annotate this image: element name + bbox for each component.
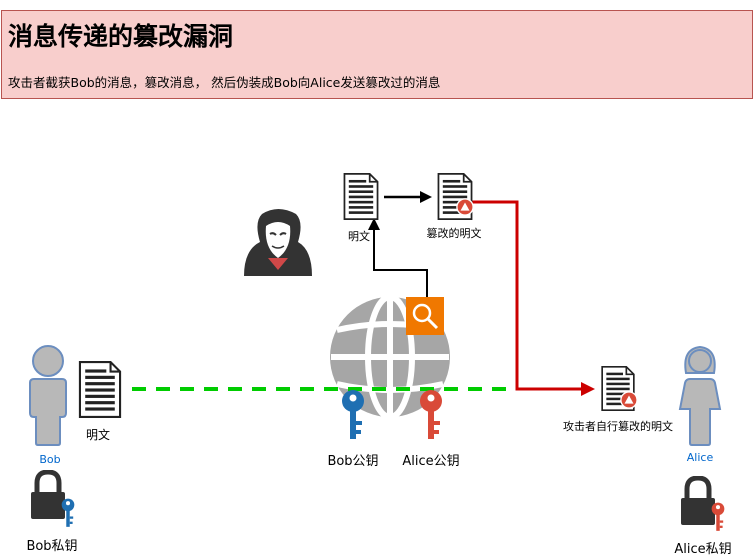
- page-title: 消息传递的篡改漏洞: [8, 22, 234, 51]
- bob-document-icon: [78, 361, 122, 418]
- forward-arrow: [472, 200, 583, 391]
- bob-private-key-label: Bob私钥: [26, 539, 78, 554]
- alice-lock-icon: [681, 478, 715, 525]
- magnifier-search-icon: [406, 297, 444, 335]
- intercepted-document-label: 明文: [348, 230, 370, 243]
- alice-public-key-icon: [420, 390, 442, 439]
- bob-document-label: 明文: [85, 428, 111, 442]
- intercepted-document-icon: [343, 173, 379, 220]
- bob-public-key-icon: [342, 390, 364, 439]
- page-subtitle: 攻击者截获Bob的消息，篡改消息， 然后伪装成Bob向Alice发送篡改过的消息: [8, 75, 441, 90]
- bob-avatar-icon: [29, 345, 67, 446]
- alice-avatar-icon: [679, 346, 721, 446]
- title-banner: 消息传递的篡改漏洞 攻击者截获Bob的消息，篡改消息， 然后伪装成Bob向Ali…: [1, 10, 753, 99]
- tampered-document-label: 篡改的明文: [426, 227, 482, 240]
- intercept-arrow: [373, 228, 428, 298]
- tampered-warning-icon: [456, 198, 474, 216]
- delivered-document-label: 攻击者自行篡改的明文: [563, 420, 673, 433]
- bob-name-label: Bob: [39, 453, 61, 466]
- delivered-warning-icon: [620, 391, 638, 409]
- bob-lock-icon: [31, 472, 65, 519]
- alice-name-label: Alice: [686, 451, 714, 464]
- alice-private-key-label: Alice私钥: [674, 542, 732, 557]
- alice-public-key-label: Alice公钥: [402, 454, 460, 469]
- bob-public-key-label: Bob公钥: [327, 454, 379, 469]
- hacker-icon: [244, 209, 312, 276]
